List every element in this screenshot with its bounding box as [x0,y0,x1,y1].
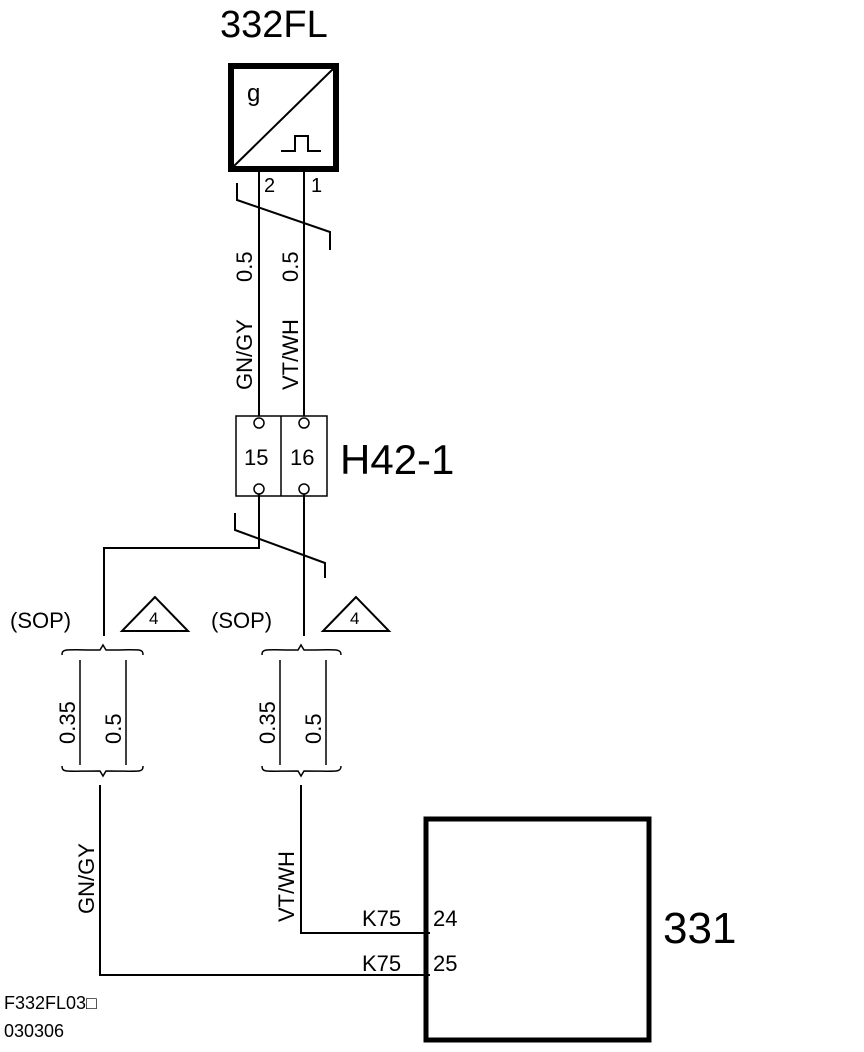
wire-color-left-lower: GN/GY [74,843,99,914]
module-pin-24-number: 24 [433,906,457,931]
splice-left-note: 4 [149,609,158,628]
connector-pin-15-bottom [253,483,265,495]
splice-right-tag: (SOP) [211,608,272,633]
sensor-pin-2: 2 [264,175,275,197]
wire-color-left-upper: GN/GY [232,319,257,390]
splice-left-size-1: 0.35 [55,701,80,744]
wire-gn-gy-lower [99,785,430,976]
module-pin-24-connector: K75 [362,906,401,931]
wire-color-right-lower: VT/WH [274,851,299,922]
splice-left-brace-bottom [61,765,144,778]
connector-pin-16-label: 16 [290,445,314,470]
splice-left-note-triangle [119,595,191,632]
connector-pin-15-label: 15 [244,445,268,470]
sensor-box [228,63,339,172]
twisted-pair-marker-lower [234,513,326,578]
wire-size-left-upper: 0.5 [232,251,257,282]
sensor-diagonal [233,68,334,167]
module-pin-25-connector: K75 [362,951,401,976]
splice-right-size-2: 0.5 [301,713,326,744]
connector-pin-16-bottom [298,483,310,495]
footer-date: 030306 [4,1021,64,1041]
twisted-pair-marker-upper [236,183,331,250]
connector-pin-16-top [298,417,310,429]
wire-color-right-upper: VT/WH [278,319,303,390]
wire-size-right-upper: 0.5 [278,251,303,282]
splice-right-brace-top [261,643,342,656]
pulse-icon [281,135,321,152]
sensor-label: 332FL [220,4,328,46]
splice-right-note: 4 [350,609,359,628]
sensor-pin-1: 1 [311,175,322,197]
splice-left-brace-top [61,643,144,656]
wire-gn-gy-mid [103,494,260,636]
module-pin-25-number: 25 [433,951,457,976]
connector-label: H42-1 [340,436,454,483]
splice-left-size-2: 0.5 [101,713,126,744]
connector-pin-15-top [253,417,265,429]
splice-right-note-triangle [320,595,392,632]
splice-left-tag: (SOP) [10,608,71,633]
module-label: 331 [663,904,736,953]
footer-code: F332FL03□ [4,993,97,1013]
sensor-symbol-letter: g [247,80,260,107]
splice-right-brace-bottom [261,765,342,778]
wire-vt-wh-lower [300,785,430,934]
module-box [423,816,652,1043]
splice-right-size-1: 0.35 [255,701,280,744]
